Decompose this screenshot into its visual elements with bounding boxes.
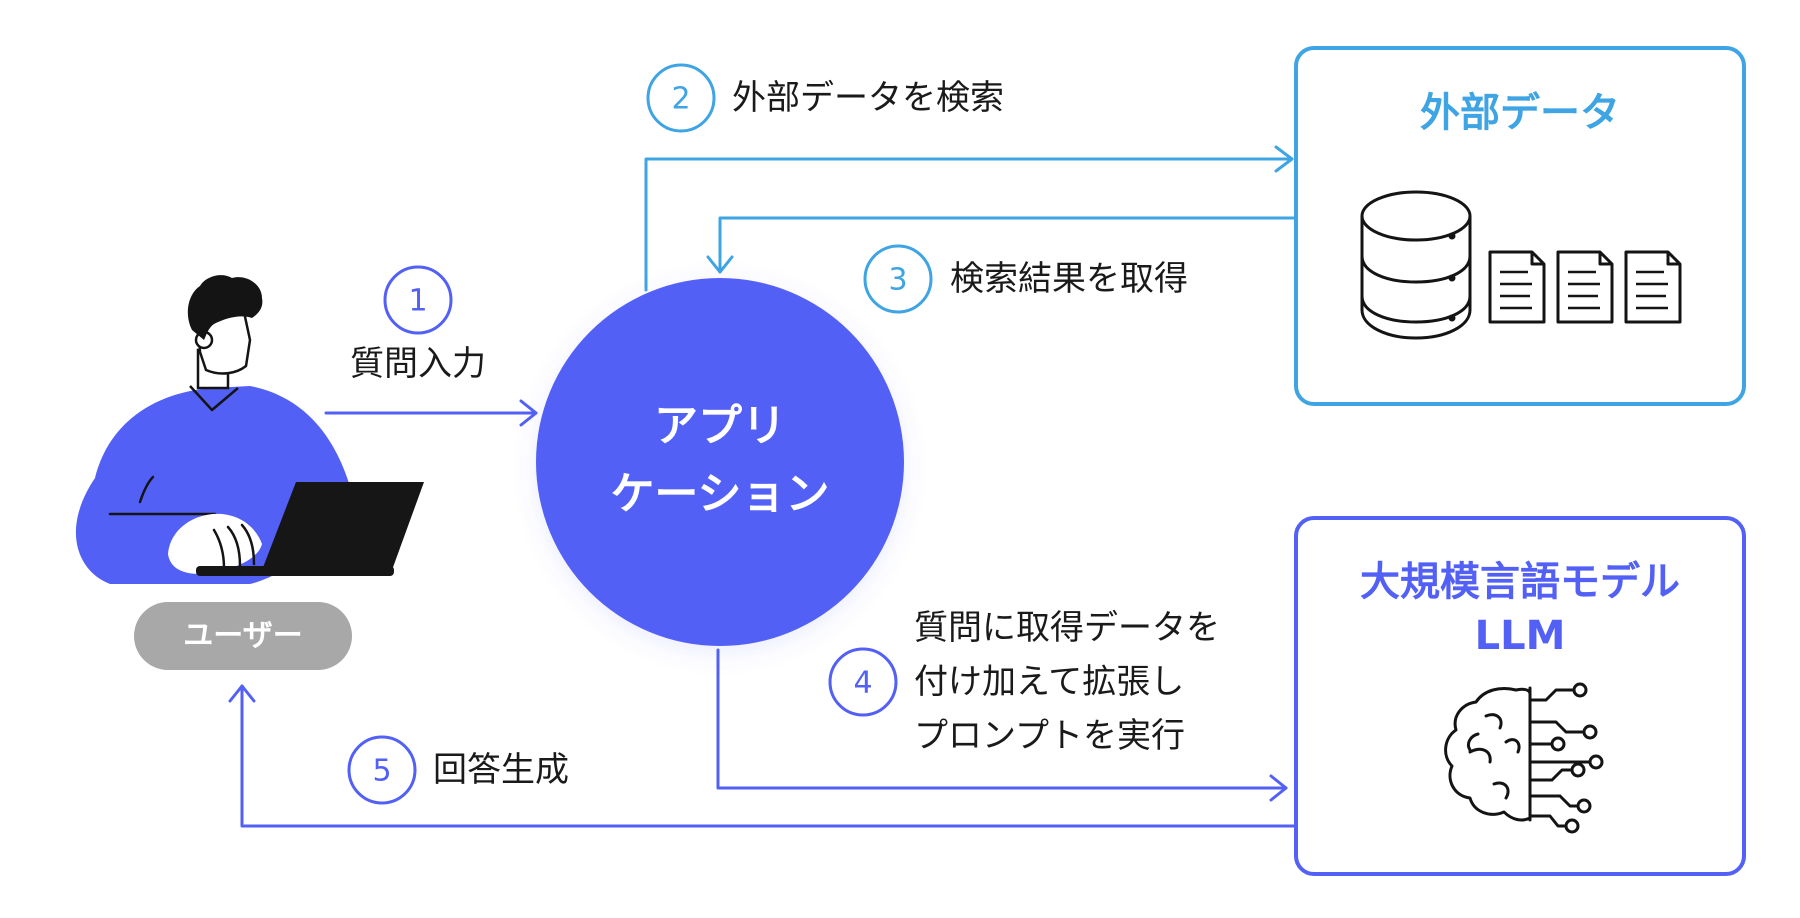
- application-node: アプリ ケーション: [536, 278, 904, 646]
- step-5-label: 回答生成: [433, 750, 569, 790]
- arrow-augmented-prompt: [716, 648, 1288, 802]
- llm-title-line2: LLM: [1475, 613, 1566, 659]
- step-4-label-line3: プロンプトを実行: [914, 716, 1185, 756]
- external-data-node: 外部データ: [1294, 46, 1746, 406]
- document-icon: [1488, 250, 1546, 324]
- step-3-label: 検索結果を取得: [950, 259, 1188, 299]
- arrow-search-external-data: [644, 145, 1294, 292]
- arrow-retrieve-results: [706, 216, 1298, 274]
- step-4-augmented-prompt: 4 質問に取得データを 付け加えて拡張し プロンプトを実行: [828, 608, 1220, 756]
- llm-node: 大規模言語モデル LLM: [1294, 516, 1746, 876]
- step-4-label-line1: 質問に取得データを: [914, 608, 1220, 648]
- step-2-number: 2: [671, 82, 690, 117]
- arrow-answer-generation: [228, 684, 1298, 828]
- step-1-label: 質問入力: [350, 344, 486, 384]
- step-5-number: 5: [372, 754, 391, 789]
- ai-brain-circuit-icon: [1444, 682, 1604, 834]
- llm-title-line1: 大規模言語モデル: [1360, 559, 1680, 605]
- document-icon: [1556, 250, 1614, 324]
- step-1-number: 1: [408, 284, 427, 319]
- user-hand: [168, 513, 262, 574]
- step-1-question-input: 1 質問入力: [350, 265, 486, 384]
- step-5-answer-generation: 5 回答生成: [347, 735, 569, 805]
- application-label-line1: アプリ: [654, 401, 786, 452]
- user-label: ユーザー: [183, 619, 302, 654]
- database-icon: [1360, 190, 1472, 340]
- user-node: ユーザー: [134, 602, 352, 670]
- application-label-line2: ケーション: [610, 469, 829, 520]
- step-2-search-external-data: 2 外部データを検索: [646, 63, 1004, 133]
- arrow-question-input: [324, 399, 538, 427]
- laptop: [262, 482, 424, 570]
- person-with-laptop-icon: [75, 275, 424, 584]
- document-icon: [1624, 250, 1682, 324]
- step-3-retrieve-results: 3 検索結果を取得: [863, 244, 1188, 314]
- step-4-label-line2: 付け加えて拡張し: [914, 662, 1184, 702]
- step-3-number: 3: [888, 263, 907, 298]
- step-4-number: 4: [853, 666, 872, 701]
- step-2-label: 外部データを検索: [732, 78, 1004, 118]
- user-hair: [187, 275, 263, 340]
- external-data-title: 外部データ: [1420, 90, 1620, 136]
